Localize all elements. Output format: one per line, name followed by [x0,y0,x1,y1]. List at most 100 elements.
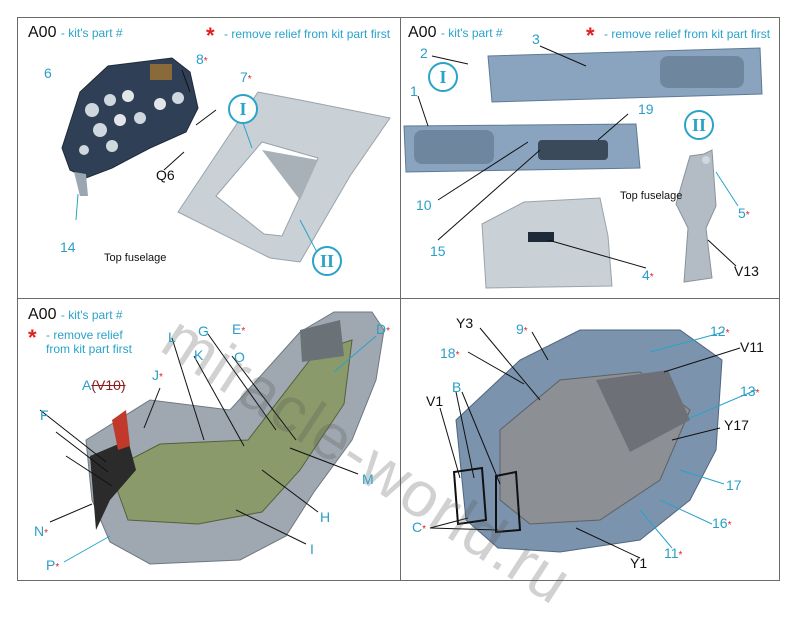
side-console-lower-illustration [403,123,641,173]
label-5: 5* [738,206,750,221]
label-c-text: C [412,519,423,535]
label-11-text: 11 [664,545,679,561]
label-p-text: P [46,557,56,573]
label-6: 6 [44,65,52,81]
label-19: 19 [638,101,654,117]
top-fuselage-illustration [177,91,391,263]
label-7: 7* [240,70,252,85]
label-4-asterisk-icon: * [649,272,654,283]
panel-tl-header: A00 - kit's part # [28,24,123,42]
label-11-asterisk-icon: * [678,550,683,561]
panel-tr-note: - remove relief from kit part first [604,27,771,41]
label-5-asterisk-icon: * [745,210,750,221]
label-16-text: 16 [712,515,728,531]
label-3: 3 [532,31,540,47]
label-8-text: 8 [196,51,204,67]
label-7-asterisk-icon: * [247,74,252,85]
horizontal-divider [17,298,780,299]
diagram-frame [17,17,780,581]
roman-ii-marker: II [312,246,342,276]
label-q6: Q6 [156,167,175,183]
panel-tl-asterisk-icon: * [206,23,215,48]
label-16: 16* [712,516,731,531]
label-j: J* [152,368,163,383]
label-13: 13* [740,384,759,399]
label-b: B [452,379,462,395]
top-fuselage-label-tr: Top fuselage [620,190,683,202]
cockpit-tub-illustration [452,329,723,553]
label-k: K [194,347,204,363]
top-fuselage-label: Top fuselage [104,252,167,264]
label-g: G [198,323,209,339]
label-18-text: 18 [440,345,456,361]
label-1: 1 [410,83,418,99]
label-h: H [320,509,331,525]
label-15: 15 [430,243,446,259]
label-m: M [362,471,374,487]
panel-bl-asterisk-icon: * [28,325,37,350]
label-5-text: 5 [738,205,746,221]
panel-bl-code: A00 [28,306,57,323]
label-16-asterisk-icon: * [727,520,732,531]
vertical-divider [400,17,401,581]
label-f: F [40,407,49,423]
label-17: 17 [726,477,742,493]
label-d: D* [376,322,390,337]
label-14: 14 [60,239,76,255]
panel-bl-header: A00 - kit's part # [28,306,123,324]
label-p-asterisk-icon: * [55,562,60,573]
label-4-text: 4 [642,267,650,283]
parts-artwork [39,45,763,565]
side-console-upper-illustration [487,47,763,103]
label-l: L [168,329,176,345]
label-13-asterisk-icon: * [755,388,760,399]
label-d-text: D [376,321,387,337]
label-d-asterisk-icon: * [386,326,391,337]
label-9-text: 9 [516,321,524,337]
label-j-asterisk-icon: * [159,372,163,383]
panel-bl-kit-text: - kit's part # [60,308,123,322]
panel-bl-note-line2: from kit part first [46,342,133,356]
roman-i-marker: I [228,94,258,124]
label-18-asterisk-icon: * [455,350,460,361]
label-12: 12* [710,324,729,339]
panel-tr-kit-text: - kit's part # [440,26,503,40]
label-c: C* [412,520,426,535]
label-11: 11* [664,546,682,561]
panel-tr-asterisk-icon: * [586,23,595,48]
roman-ii-marker-tr: II [684,110,714,140]
instrument-panel-illustration [61,57,199,196]
panel-tr-header: A00 - kit's part # [408,24,503,42]
label-e-asterisk-icon: * [241,326,246,337]
panel-tl-kit-text: - kit's part # [60,26,123,40]
label-12-text: 12 [710,323,726,339]
label-a: A(V10) [82,378,126,392]
label-2: 2 [420,45,428,61]
panel-tr-code: A00 [408,24,437,41]
panel-tl-note: - remove relief from kit part first [224,27,391,41]
label-p: P* [46,558,59,573]
top-fuselage-detail-illustration [481,197,613,289]
label-7-text: 7 [240,69,248,85]
label-j-text: J [152,367,159,383]
label-12-asterisk-icon: * [725,328,730,339]
label-4: 4* [642,268,654,283]
label-9: 9* [516,322,528,337]
label-n: N* [34,524,48,539]
label-n-asterisk-icon: * [44,528,49,539]
label-o: O [234,349,245,365]
label-a-text: A [82,377,92,393]
label-10: 10 [416,197,432,213]
label-y3: Y3 [456,315,474,331]
panel-tl-code: A00 [28,24,57,41]
label-e: E* [232,322,245,337]
roman-i-marker-tr: I [428,62,458,92]
label-c-asterisk-icon: * [422,524,427,535]
label-n-text: N [34,523,45,539]
label-v13: V13 [734,263,759,279]
label-18: 18* [440,346,459,361]
label-e-text: E [232,321,242,337]
label-y17: Y17 [724,417,749,433]
label-i: I [310,541,314,557]
label-9-asterisk-icon: * [523,326,528,337]
